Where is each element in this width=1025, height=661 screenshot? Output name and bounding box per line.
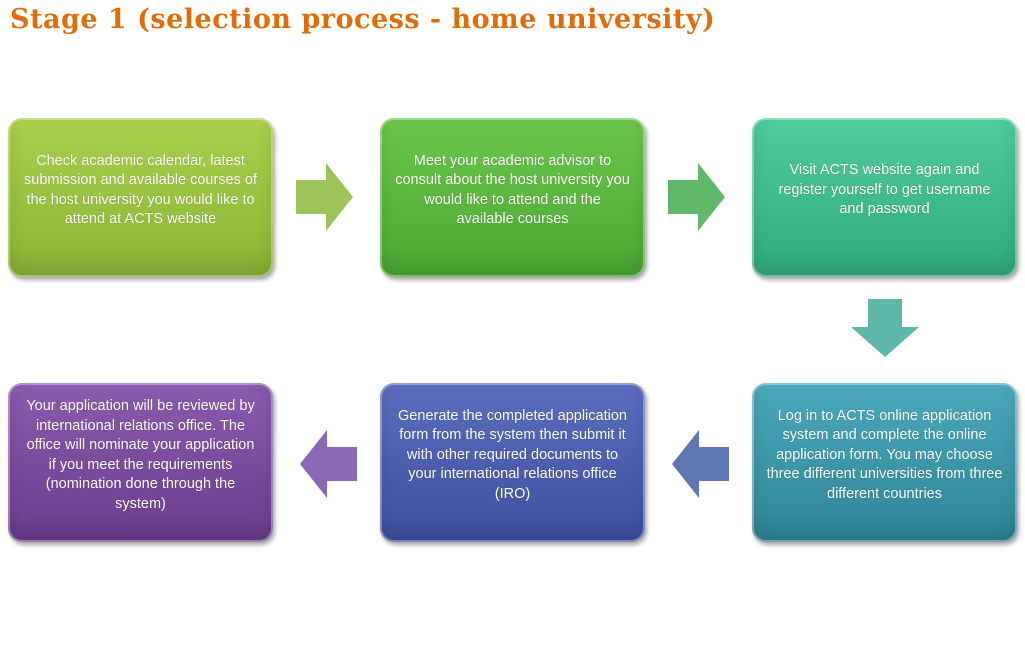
- step-6-box: Your application will be reviewed by int…: [8, 383, 273, 542]
- arrow-right-icon: [296, 163, 353, 231]
- step-2-box: Meet your academic advisor to consult ab…: [380, 118, 645, 277]
- page-title: Stage 1 (selection process - home univer…: [10, 4, 716, 35]
- step-4-text: Log in to ACTS online application system…: [766, 407, 1003, 502]
- step-3-text: Visit ACTS website again and register yo…: [778, 162, 991, 218]
- step-3-box: Visit ACTS website again and register yo…: [752, 118, 1017, 277]
- arrow-down-icon: [851, 299, 919, 357]
- step-6-text: Your application will be reviewed by int…: [26, 398, 255, 512]
- arrow-left-icon: [300, 430, 357, 498]
- step-5-text: Generate the completed application form …: [398, 407, 627, 502]
- arrow-right-icon: [668, 163, 725, 231]
- step-1-box: Check academic calendar, latest submissi…: [8, 118, 273, 277]
- step-5-box: Generate the completed application form …: [380, 383, 645, 542]
- arrow-left-icon: [672, 430, 729, 498]
- step-2-text: Meet your academic advisor to consult ab…: [395, 152, 630, 228]
- step-4-box: Log in to ACTS online application system…: [752, 383, 1017, 542]
- step-1-text: Check academic calendar, latest submissi…: [24, 152, 257, 228]
